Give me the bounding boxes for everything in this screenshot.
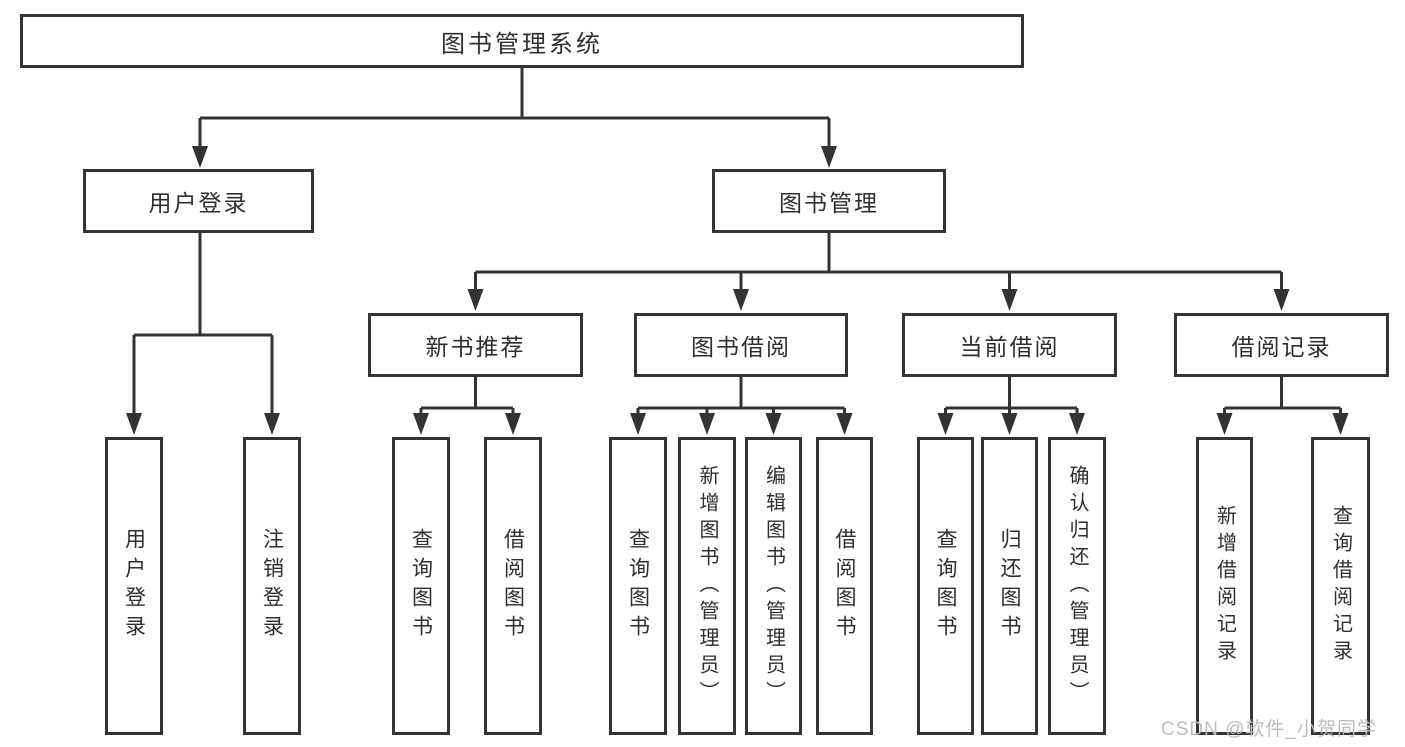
node-new-book-recommend: 新书推荐 (368, 313, 583, 377)
leaf-query-books-current: 查询图书 (917, 437, 974, 735)
leaf-query-books-recommend: 查询图书 (392, 437, 450, 735)
node-current-borrow-label: 当前借阅 (959, 334, 1060, 360)
leaf-borrow-books-recommend: 借阅图书 (484, 437, 542, 735)
node-borrow-records: 借阅记录 (1174, 313, 1389, 377)
node-new-book-recommend-label: 新书推荐 (425, 334, 526, 360)
leaf-edit-books-admin: 编辑图书（管理员） (745, 437, 802, 735)
node-borrow-records-label: 借阅记录 (1231, 334, 1332, 360)
leaf-confirm-return-admin: 确认归还（管理员） (1048, 437, 1106, 735)
leaf-user-login: 用户登录 (105, 437, 163, 735)
node-book-borrow: 图书借阅 (634, 313, 848, 377)
leaf-query-borrow-record: 查询借阅记录 (1311, 437, 1370, 735)
node-current-borrow: 当前借阅 (902, 313, 1117, 377)
node-book-management-label: 图书管理 (779, 190, 879, 216)
root-node-library-system: 图书管理系统 (20, 14, 1024, 68)
leaf-query-books-borrow: 查询图书 (609, 437, 667, 735)
node-user-login: 用户登录 (83, 169, 314, 233)
leaf-add-books-admin: 新增图书（管理员） (678, 437, 736, 735)
leaf-return-books: 归还图书 (981, 437, 1038, 735)
csdn-watermark: CSDN @软件_小贺同学 (1161, 719, 1377, 740)
node-book-management: 图书管理 (712, 169, 946, 233)
leaf-add-borrow-record: 新增借阅记录 (1196, 437, 1253, 735)
node-book-borrow-label: 图书借阅 (691, 334, 791, 360)
root-node-label: 图书管理系统 (441, 30, 603, 58)
leaf-logout-login: 注销登录 (243, 437, 301, 735)
leaf-borrow-books: 借阅图书 (816, 437, 873, 735)
node-user-login-label: 用户登录 (148, 190, 249, 216)
